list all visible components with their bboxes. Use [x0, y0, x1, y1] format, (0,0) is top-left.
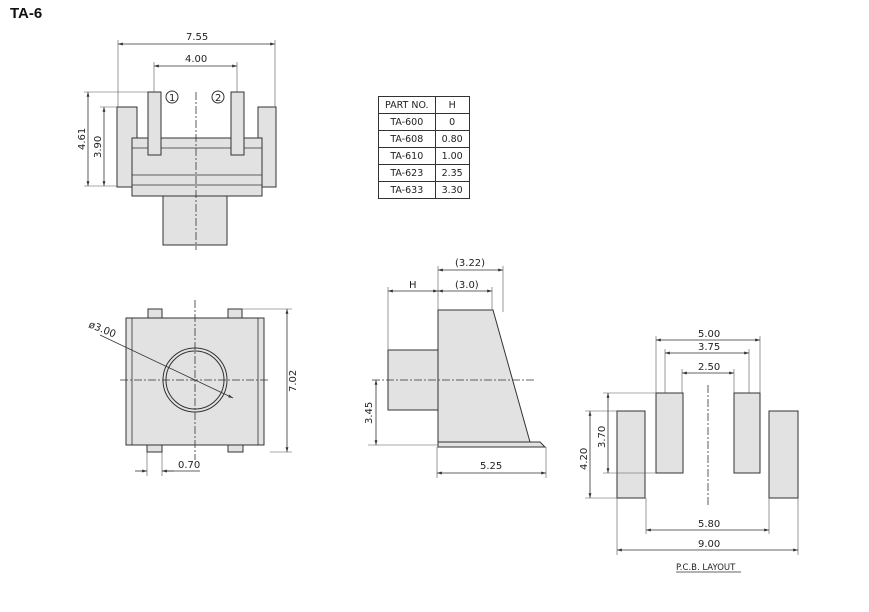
header-part-no: PART NO.: [378, 96, 436, 114]
part-no: TA-610: [378, 147, 436, 165]
dim-height-body: 3.90: [93, 136, 104, 158]
dim-pin-pitch: 4.00: [185, 54, 207, 65]
dim-depth-inner: (3.0): [455, 280, 479, 291]
h-value: 0.80: [434, 130, 470, 148]
dim-2-50: 2.50: [698, 362, 720, 373]
dim-diameter: ø3.00: [87, 320, 117, 341]
dim-width: 7.55: [186, 32, 208, 43]
dim-length: 5.25: [480, 461, 502, 472]
part-no: TA-623: [378, 164, 436, 182]
pin1-label: 1: [169, 93, 175, 104]
side-view: H (3.22) (3.0) 3.45 5.25: [364, 258, 547, 478]
table-header-row: PART NO.H: [378, 96, 470, 114]
dim-height: 7.02: [288, 370, 299, 392]
h-value: 0: [434, 113, 470, 131]
top-view: 7.55 4.00 1 2 4.61 3.90: [77, 32, 277, 250]
pcb-layout-label: P.C.B. LAYOUT: [676, 563, 736, 573]
h-value: 1.00: [434, 147, 470, 165]
dim-tab: 0.70: [178, 460, 200, 471]
dim-3-70: 3.70: [597, 426, 608, 448]
h-value: 2.35: [434, 164, 470, 182]
dim-4-20: 4.20: [579, 448, 590, 470]
h-value: 3.30: [434, 181, 470, 199]
dim-center-height: 3.45: [364, 402, 375, 424]
dim-5-00: 5.00: [698, 329, 720, 340]
part-no: TA-633: [378, 181, 436, 199]
part-no: TA-608: [378, 130, 436, 148]
dim-3-75: 3.75: [698, 342, 720, 353]
dim-h: H: [409, 280, 417, 291]
part-no: TA-600: [378, 113, 436, 131]
dim-5-80: 5.80: [698, 519, 720, 530]
dim-depth-outer: (3.22): [455, 258, 485, 269]
drawing-title: TA-6: [10, 5, 43, 22]
pcb-layout: 5.00 3.75 2.50 4.20 3.70 5.80 9.00 P.C.B…: [579, 329, 799, 573]
dim-height-total: 4.61: [77, 128, 88, 150]
pin2-label: 2: [215, 93, 221, 104]
front-view: ø3.00 7.02 0.70: [87, 300, 299, 476]
dim-9-00: 9.00: [698, 539, 720, 550]
header-h: H: [434, 96, 470, 114]
